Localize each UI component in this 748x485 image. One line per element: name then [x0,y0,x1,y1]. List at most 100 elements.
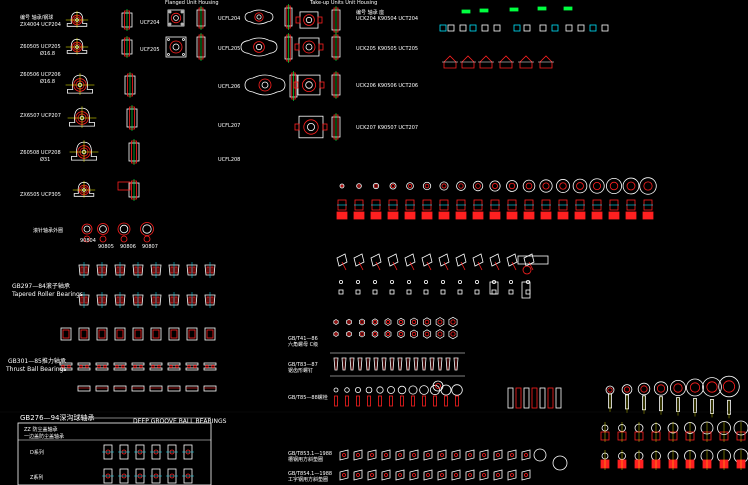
tapered-row3-5-insert [152,329,160,339]
hex-nut-1-8-hole [437,331,443,337]
gb85-shank-8 [422,395,426,407]
gb85-head-4 [376,386,384,394]
tapered-row3-7-body [186,327,198,341]
small-part-row1-1 [447,24,455,32]
nut-top-inner-7 [458,183,464,189]
thrust-ball-title-en: Thrust Ball Bearings [6,366,67,373]
screw-4 [365,357,371,371]
needle-bearing-inner-1 [99,225,107,233]
needle-bearing-inner-0 [83,225,91,233]
tapered-0-7-roller-r [210,266,214,274]
tapered-1-1-body [96,294,108,306]
tapered-row3-5-body [150,327,162,341]
tapered-0-5-roller-r [174,266,178,274]
washer-1-5 [409,469,419,481]
tapered-0-7-roller-l [206,266,210,274]
gb85-shank-6 [400,395,404,407]
thrust-5-top [149,362,163,366]
hex-nut-0-4-hole [386,320,390,324]
thrust-5-bot [149,367,163,371]
label-ucp208: Z60508 UCP208 [20,150,61,156]
nut-top-15 [589,178,605,194]
hex-nut-1-2-hole [360,332,364,336]
nut-top-inner-16 [609,181,619,191]
nut-base-2 [370,211,382,220]
bolt-small-0 [338,289,344,295]
flange-ucf205-bolt-2 [182,53,185,56]
bolt-end-0 [338,279,343,284]
flange-oval-205-ring [253,41,265,53]
gb85-head-2 [354,386,361,393]
small-pin-2 [523,387,530,409]
washer-0-0 [339,449,349,461]
flange-ucf205-ring [169,40,183,54]
tapered-1-5-roller-l [170,296,174,304]
screw-2 [349,357,355,371]
bolt-shank-8 [477,261,483,271]
tapered-0-4-body [150,264,162,276]
label-90805: 90805 [98,244,114,250]
top-marker-3 [537,6,547,11]
thrust-1-ball-r [85,364,89,369]
needle-bearing-side-2 [120,235,128,243]
washer-0-5 [409,449,419,461]
label-90806: 90806 [120,244,136,250]
tapered-0-0-body [78,264,90,276]
take-up-unit-title: Take-up Units Unit Housing [310,0,378,6]
washer-0-3 [381,449,391,461]
screw-15 [453,357,459,371]
gb85-head-9 [429,384,441,396]
washer-0-7-hole [440,453,444,457]
gb85-head-5 [387,386,395,394]
take-up-205-bore [305,43,313,51]
take-up-207-slot-l [294,123,300,131]
nut-top-inner-3 [391,184,395,188]
nut-top-17 [622,177,640,195]
hex-nut-0-8-hole [437,319,443,325]
screw-7 [389,357,395,371]
thrust-0-ball-l [61,364,65,369]
thrust-4-ball-r [139,364,143,369]
thrust-8-bot [203,367,217,371]
thrust-1-bot [77,367,91,371]
small-part-row2-4 [519,55,533,69]
washer-1-12-hole [510,473,514,477]
tapered-1-0-roller-l [80,296,84,304]
thrust-6-ball-l [169,364,173,369]
washer-1-3 [381,469,391,481]
small-pin-6 [555,387,562,409]
label-ucp205-dia: Ø16.8 [40,51,56,57]
tapered-1-2-roller-l [116,296,120,304]
take-up-206-slot-r [319,81,325,89]
small-part-row1-13 [601,24,609,32]
washer-0-13 [521,449,531,461]
label-ucf204: UCF204 [140,20,160,26]
hex-nut-0-6-hole [411,319,417,325]
washer-1-10 [479,469,489,481]
tapered-0-6-body [186,264,198,276]
tapered-0-0-roller-r [84,266,88,274]
tapered-row3-0-insert [62,329,70,339]
tapered-1-1-roller-r [102,296,106,304]
eye-bolt-ring-5 [686,378,704,397]
eye-bolt-ring-2 [637,382,651,396]
bolt-end-6 [440,279,445,284]
flange-oval-206-ring [258,78,272,92]
tapered-1-6-roller-l [188,296,192,304]
nut-top-inner-14 [576,182,584,190]
label-ucfl206: UCFL206 [218,84,241,90]
nut-top-0 [339,183,345,189]
tapered-0-4-roller-r [156,266,160,274]
nut-top-11 [522,179,536,193]
gb85-shank-5 [389,395,393,407]
screw-8 [397,357,403,371]
flange-ucf205-bolt-3 [167,53,170,56]
washer-0-2-hole [370,453,374,457]
hex-nut-0-5-hole [398,319,404,325]
eye-bolt-hole-3 [656,384,666,393]
hex-nut-1-6-hole [411,331,417,337]
washer-1-3-hole [384,473,388,477]
bolt-shank-7 [460,261,466,271]
small-part-row1-0 [439,24,447,32]
